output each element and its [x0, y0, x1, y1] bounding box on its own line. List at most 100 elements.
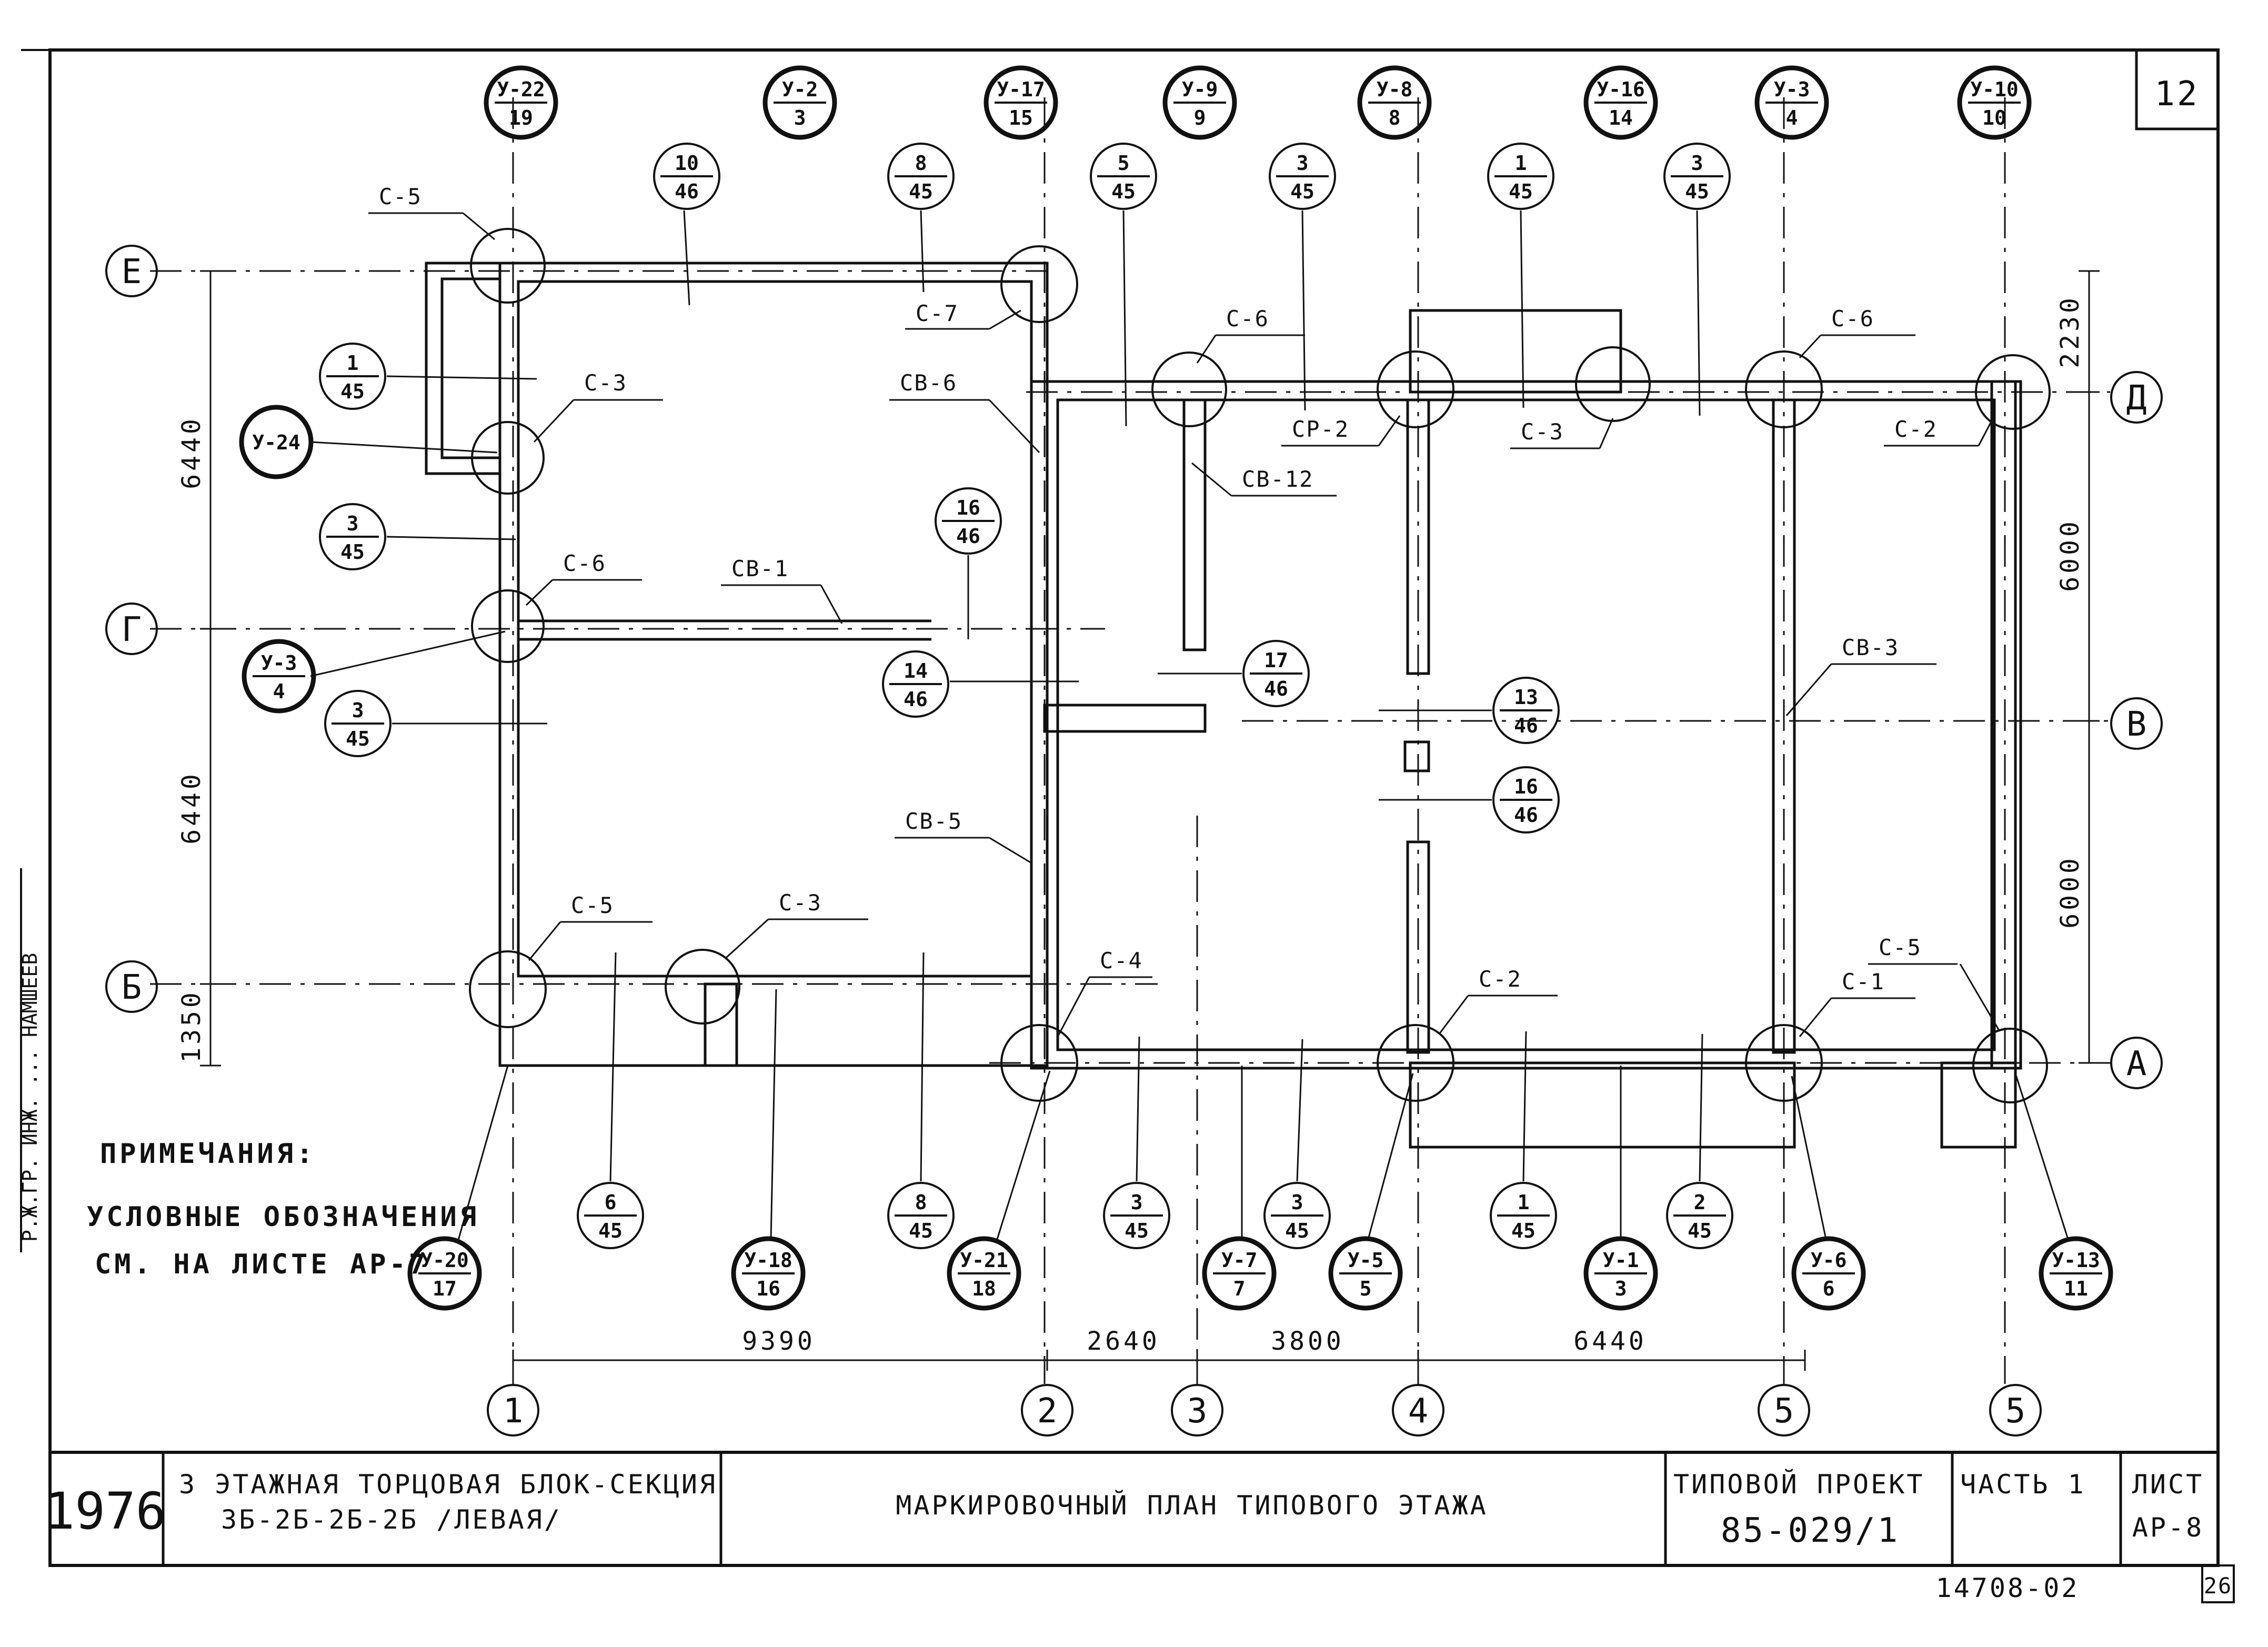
svg-text:С-2: С-2	[1479, 966, 1522, 992]
svg-text:8: 8	[915, 1191, 927, 1214]
project-label: ТИПОВОЙ ПРОЕКТ	[1673, 1469, 1924, 1500]
svg-text:СВ-1: СВ-1	[731, 556, 789, 581]
svg-text:46: 46	[1514, 714, 1538, 737]
svg-text:СВ-12: СВ-12	[1242, 466, 1313, 492]
svg-text:1: 1	[1518, 1191, 1530, 1214]
svg-text:46: 46	[1514, 804, 1538, 827]
axis-label-1: 1	[487, 1384, 539, 1437]
svg-text:У-8: У-8	[1377, 78, 1413, 101]
node-circle	[1575, 346, 1651, 422]
title-block: 1976 3 ЭТАЖНАЯ ТОРЦОВАЯ БЛОК-СЕКЦИЯ 3Б-2…	[44, 1451, 2220, 1567]
svg-text:4: 4	[273, 680, 285, 703]
svg-text:С-5: С-5	[571, 892, 614, 918]
axis-label-5: 5	[1758, 1384, 1810, 1437]
node-circle	[1377, 1024, 1454, 1102]
section-bubble: 545	[1090, 143, 1157, 210]
node-circle	[1000, 245, 1078, 323]
part-label: ЧАСТЬ 1	[1960, 1469, 2086, 1500]
element-label: С-1	[1831, 969, 1915, 999]
node-circle	[1377, 350, 1454, 428]
svg-text:45: 45	[1111, 180, 1136, 203]
svg-text:16: 16	[956, 496, 980, 519]
wall-top-projection	[1409, 309, 1622, 394]
dim-bottom-2: 2640	[1087, 1327, 1160, 1356]
svg-text:У-7: У-7	[1221, 1249, 1258, 1272]
svg-text:45: 45	[598, 1219, 623, 1242]
walls	[425, 262, 2022, 1149]
node-bubble: У-99	[1162, 65, 1237, 140]
svg-text:10: 10	[675, 152, 699, 175]
archive-number: 14708-02	[1936, 1573, 2080, 1603]
dim-left-3: 1350	[177, 989, 206, 1063]
element-labels: С-5 С-7 С-3 СВ-6 С-6 СР-2 СВ-12 С-3 С-6 …	[368, 184, 1979, 999]
section-bubble: 345	[1269, 143, 1336, 210]
svg-text:46: 46	[904, 688, 928, 711]
wall-axis5b	[1990, 380, 2017, 1070]
wall-corridor-stub	[1043, 704, 1207, 733]
section-bubble: 845	[887, 143, 955, 210]
axis-label-B: Б	[105, 960, 158, 1013]
element-label: С-6	[553, 550, 642, 581]
title-description-2: 3Б-2Б-2Б-2Б /ЛЕВАЯ/	[221, 1504, 562, 1535]
node-circle	[1151, 352, 1227, 427]
wall-protrusion-outer	[425, 262, 501, 475]
svg-text:С-1: С-1	[1842, 969, 1885, 995]
axis-label-D: Д	[2110, 371, 2163, 424]
svg-text:3: 3	[794, 106, 806, 129]
svg-text:13: 13	[1514, 686, 1538, 709]
sheet-code: АР-8	[2132, 1512, 2204, 1543]
svg-text:11: 11	[2064, 1277, 2088, 1300]
dim-right-3: 6000	[2055, 855, 2085, 929]
svg-text:1: 1	[347, 352, 359, 375]
section-bubble: 145	[1487, 143, 1554, 210]
svg-text:1: 1	[1515, 152, 1527, 175]
wall-right-stub	[1940, 1061, 2017, 1149]
svg-text:С-6: С-6	[1831, 306, 1874, 332]
element-label: С-5	[560, 892, 653, 923]
node-circle	[471, 589, 545, 663]
section-bubble: 345	[1263, 1182, 1331, 1249]
svg-text:9: 9	[1194, 106, 1206, 129]
title-description-1: 3 ЭТАЖНАЯ ТОРЦОВАЯ БЛОК-СЕКЦИЯ	[179, 1469, 717, 1500]
svg-text:Б: Б	[122, 968, 142, 1007]
svg-text:6: 6	[1823, 1277, 1835, 1300]
svg-text:У-5: У-5	[1348, 1249, 1384, 1272]
svg-text:45: 45	[340, 380, 365, 403]
svg-text:46: 46	[1264, 677, 1288, 700]
svg-text:14: 14	[904, 659, 928, 682]
dim-left-2: 6440	[177, 771, 206, 845]
side-stamp: Р.Ж.ГР. ИНЖ. ... НАМШЕЕВ	[18, 953, 42, 1242]
section-bubble: 345	[1663, 143, 1731, 210]
node-circle	[1745, 350, 1823, 428]
svg-text:45: 45	[1290, 180, 1314, 203]
wall-bottom-projection	[1409, 1061, 1796, 1149]
node-bubble: У-34	[242, 639, 316, 714]
axis-label-2: 2	[1021, 1384, 1073, 1437]
svg-text:У-3: У-3	[261, 651, 297, 675]
svg-text:СВ-3: СВ-3	[1842, 635, 1899, 660]
grid-axis-labels: Е Д Г В Б А 1 2 3 4 5 5	[105, 245, 2163, 1437]
dimension-values: 9390 2640 3800 6440 6440 6440 1350 2230 …	[177, 295, 2085, 1356]
svg-text:7: 7	[1233, 1277, 1246, 1300]
section-bubble: 345	[319, 503, 386, 570]
svg-text:45: 45	[346, 727, 370, 750]
node-circle	[1972, 1028, 2048, 1103]
svg-text:5: 5	[1774, 1392, 1794, 1431]
svg-text:5: 5	[2005, 1392, 2026, 1431]
sheet-number-bottom: 26	[2204, 1573, 2233, 1599]
svg-text:3: 3	[1615, 1277, 1627, 1300]
section-bubble: 145	[1490, 1182, 1557, 1249]
axis-label-V: В	[2110, 697, 2163, 750]
node-circle	[1975, 354, 2051, 430]
svg-text:46: 46	[675, 180, 699, 203]
svg-text:45: 45	[1509, 180, 1533, 203]
wall-axis4-pier	[1403, 740, 1430, 772]
